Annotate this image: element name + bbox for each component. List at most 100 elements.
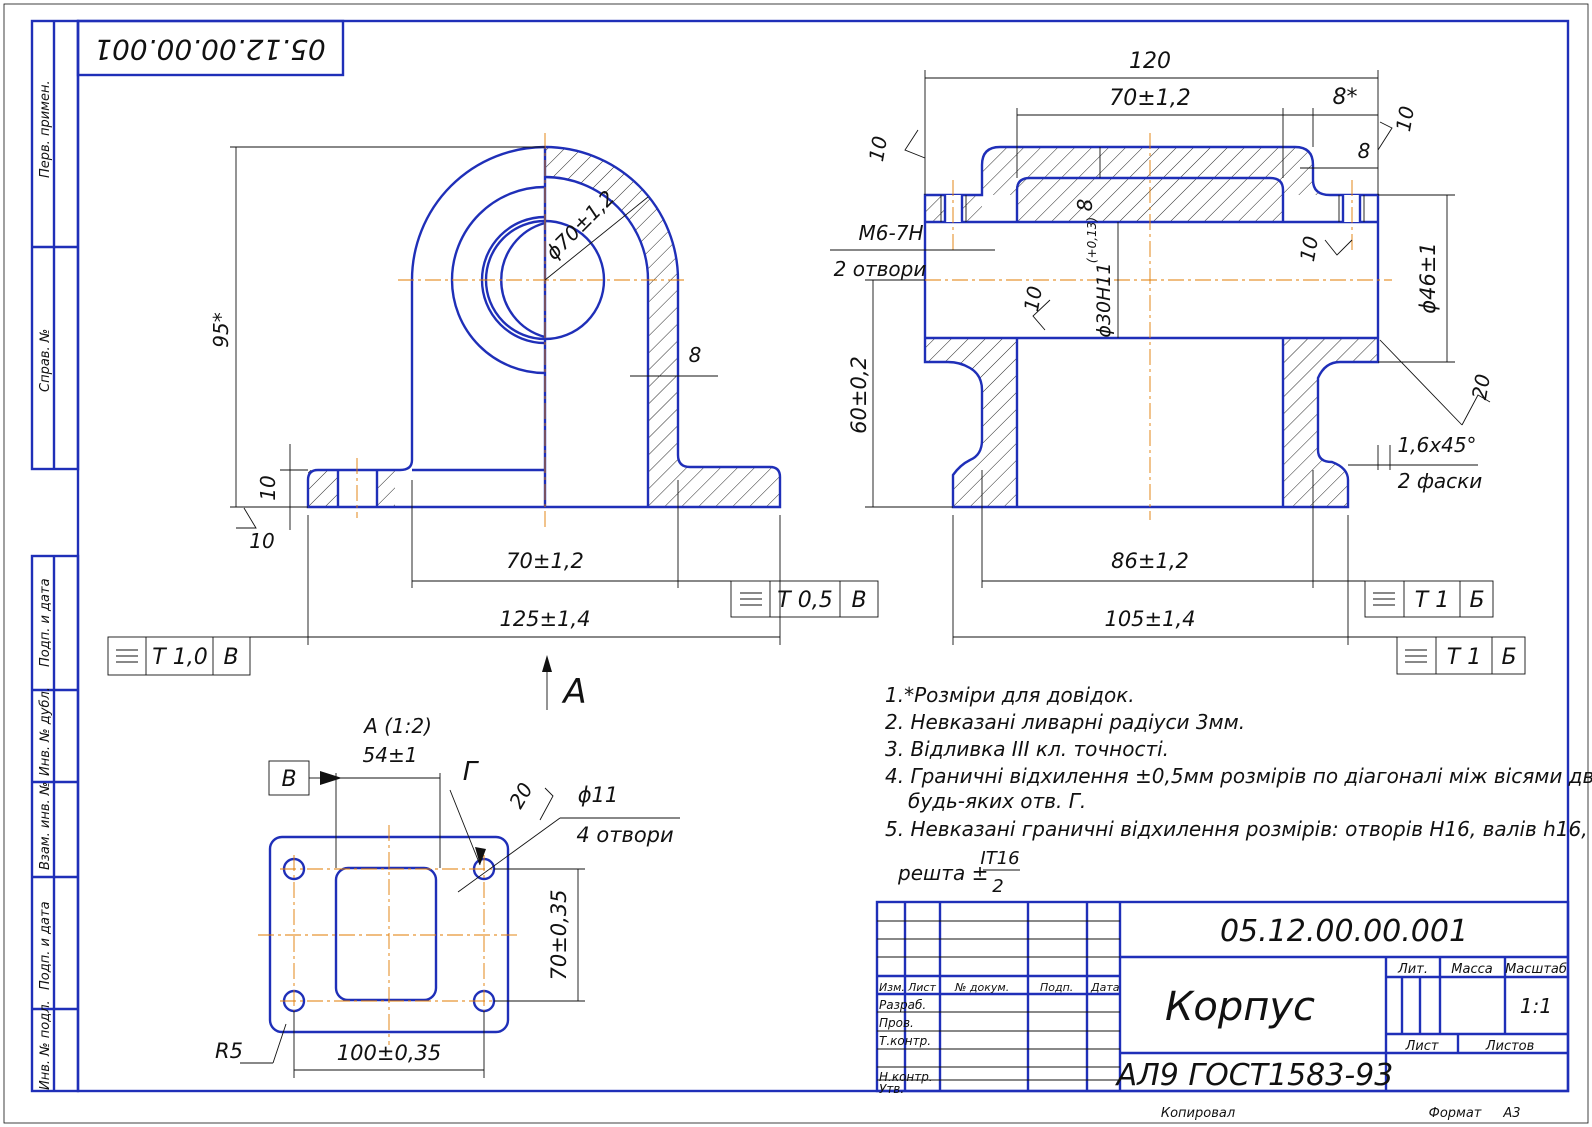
tol-front-2-value: T 0,5 <box>777 588 832 613</box>
dim-70: 70±1,2 <box>506 549 584 573</box>
title-name: Корпус <box>1165 984 1315 1030</box>
section-view <box>923 133 1392 520</box>
side-stamp: Перв. примен. Справ. № Подп. и дата Инв.… <box>30 19 80 1093</box>
dim-8: 8 <box>689 343 702 367</box>
note-4a: 4. Граничні відхилення ±0,5мм розмірів п… <box>885 764 1592 788</box>
stamp-label-podp2: Подп. и дата <box>38 901 53 990</box>
tol-frame-section-2: T 1 Б <box>1348 636 1526 675</box>
rotated-code-box: 05.12.00.00.001 <box>76 19 345 77</box>
hole-dia: ϕ11 <box>578 783 619 807</box>
chamfer-count: 2 фаски <box>1398 469 1483 493</box>
stamp-label-inv: Инв. № подл. <box>38 1000 53 1090</box>
tb-massa: Масса <box>1451 962 1492 977</box>
dim-60: 60±0,2 <box>847 356 871 434</box>
dim-phi70: ϕ70±1,2 <box>541 186 620 265</box>
tol-frame-section-1: T 1 Б <box>1313 580 1494 618</box>
tol-section-1-value: T 1 <box>1415 588 1449 613</box>
view-arrow-label: А <box>561 672 586 712</box>
dim-phi30: ϕ30Н11 <box>1093 262 1115 337</box>
tol-section-2-value: T 1 <box>1447 645 1481 670</box>
stamp-label-vzam: Взам. инв. № <box>38 782 53 870</box>
title-code: 05.12.00.00.001 <box>1220 914 1468 949</box>
dim-phi30-tol: (+0,13) <box>1085 217 1099 263</box>
tol-front-1-base: В <box>223 645 238 670</box>
view-a-dimensions: А (1:2) 54±1 В Г 20 ϕ11 4 отвори 70±0,35… <box>215 714 680 1078</box>
dim-54: 54±1 <box>363 743 418 767</box>
outer-trim <box>3 3 1589 1124</box>
front-view <box>306 133 782 530</box>
tol-frame-front-1: T 1,0 В <box>107 636 308 676</box>
dim-86: 86±1,2 <box>1111 549 1189 573</box>
tb-prov: Пров. <box>879 1016 914 1030</box>
rough-10: 10 <box>249 529 274 553</box>
dim-8a: 8 <box>1073 199 1097 212</box>
note-4b: будь-яких отв. Г. <box>908 789 1086 813</box>
tol-front-2-base: В <box>851 588 866 613</box>
footer-format-value: А3 <box>1502 1106 1520 1121</box>
section-view-dimensions: 120 70±1,2 8* 10 10 8 8 М6-7Н 2 отвори ϕ… <box>830 49 1495 645</box>
tb-razrab: Разраб. <box>879 998 926 1012</box>
radius-r5: R5 <box>215 1039 243 1063</box>
tb-utv: Утв. <box>879 1082 904 1096</box>
stamp-label-sprav: Справ. № <box>38 329 53 392</box>
dim-70-va: 70±0,35 <box>547 889 571 980</box>
tb-lit: Лит. <box>1397 962 1428 977</box>
rough-10b: 10 <box>1391 104 1419 133</box>
rough-20-va: 20 <box>504 778 538 812</box>
stamp-label-dubl: Инв. № дубл. <box>38 687 53 776</box>
dim-8b: 8 <box>1358 139 1371 163</box>
footer: Копировал Формат А3 <box>1161 1106 1521 1121</box>
tb-sign: Подп. <box>1040 981 1073 994</box>
hole-count: 4 отвори <box>576 823 673 847</box>
rough-10a: 10 <box>864 134 892 163</box>
tol-frame-front-2: T 0,5 В <box>678 580 879 618</box>
note-5b: решта ± <box>897 861 988 885</box>
frac-bottom: 2 <box>992 876 1003 897</box>
tb-doc: № докум. <box>954 981 1009 994</box>
dim-125: 125±1,4 <box>499 607 590 631</box>
dim-8star: 8* <box>1333 85 1358 110</box>
tb-sheet: Лист <box>1405 1039 1439 1054</box>
technical-notes: 1.*Розміри для довідок. 2. Невказані лив… <box>885 683 1592 897</box>
base-label-b: В <box>281 767 296 792</box>
note-1: 1.*Розміри для довідок. <box>885 683 1135 707</box>
note-3: 3. Відливка ІІІ кл. точності. <box>885 737 1169 761</box>
thread-label: М6-7Н <box>859 221 924 245</box>
footer-copy: Копировал <box>1161 1106 1235 1121</box>
tb-date: Дата <box>1090 981 1120 994</box>
dim-120: 120 <box>1129 49 1171 74</box>
tb-tkontr: Т.контр. <box>879 1034 931 1048</box>
note-5: 5. Невказані граничні відхилення розмірі… <box>885 817 1588 841</box>
note-2: 2. Невказані ливарні радіуси 3мм. <box>885 710 1245 734</box>
footer-format: Формат <box>1429 1106 1482 1121</box>
stamp-label-podp1: Подп. и дата <box>38 578 53 667</box>
rough-10d: 10 <box>1295 234 1323 263</box>
dim-100: 100±0,35 <box>337 1041 441 1065</box>
dim-10: 10 <box>256 475 280 500</box>
chamfer: 1,6x45° <box>1397 433 1476 457</box>
tb-izm: Изм. <box>879 981 905 994</box>
dim-105: 105±1,4 <box>1104 607 1195 631</box>
title-material: АЛ9 ГОСТ1583-93 <box>1115 1058 1394 1093</box>
tb-masshtab: Масштаб <box>1505 962 1567 977</box>
tol-section-2-base: Б <box>1501 645 1516 670</box>
hole-label-g: Г <box>463 757 480 787</box>
frac-top: IT16 <box>980 848 1019 869</box>
stamp-label-perv: Перв. примен. <box>38 80 53 178</box>
dim-phi46: ϕ46±1 <box>1416 242 1440 314</box>
tol-front-1-value: T 1,0 <box>152 645 207 670</box>
rough-20: 20 <box>1467 372 1495 401</box>
drawing-code-rotated: 05.12.00.00.001 <box>94 33 326 66</box>
tb-nkontr: Н.контр. <box>879 1070 933 1084</box>
tb-sheets: Листов <box>1485 1039 1535 1054</box>
dim-section-70: 70±1,2 <box>1109 86 1190 111</box>
tol-section-1-base: Б <box>1469 588 1484 613</box>
tb-scale-value: 1:1 <box>1520 994 1552 1018</box>
dim-95: 95* <box>209 312 233 347</box>
title-block: Изм. Лист № докум. Подп. Дата Разраб. Пр… <box>875 900 1570 1096</box>
view-a-title: А (1:2) <box>362 714 432 738</box>
thread-count: 2 отвори <box>834 257 927 281</box>
rough-10c: 10 <box>1019 284 1047 313</box>
front-view-dimensions: 95* ϕ70±1,2 8 10 10 70±1,2 125±1,4 А <box>209 146 781 712</box>
